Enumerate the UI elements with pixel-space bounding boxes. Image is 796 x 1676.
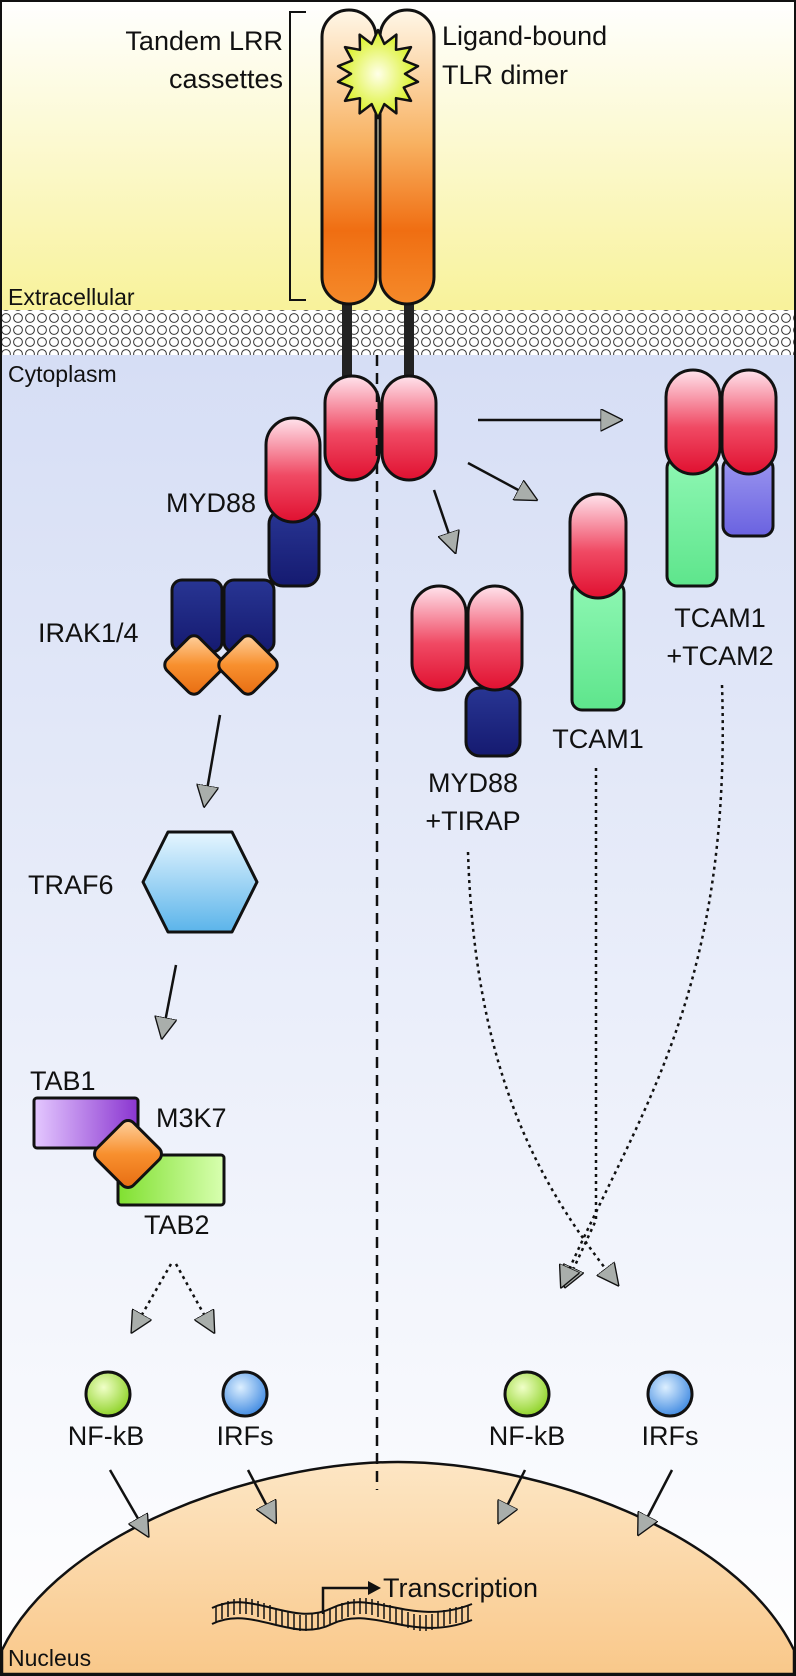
arrow-left-irfs-to-nucleus (246, 1469, 268, 1508)
arrow-tlr-to-tcam1 (467, 461, 522, 492)
cytoplasm-region (0, 355, 796, 1676)
tcam1-label: TCAM1 (552, 724, 644, 754)
irak-label: IRAK1/4 (38, 618, 139, 648)
tcam2-tir-domain (720, 368, 778, 476)
arrow-tab-to-nfkb (140, 1263, 173, 1318)
irak1-kinase (163, 634, 225, 696)
lrr-label-line2: cassettes (169, 64, 283, 94)
left-irfs-label: IRFs (217, 1421, 274, 1451)
tlr-transmembrane-left (342, 296, 352, 386)
tlr-tir-domain-right (380, 374, 438, 482)
dimer-label-line2: TLR dimer (442, 60, 568, 90)
m3k7-kinase (93, 1119, 163, 1189)
right-nfkb-circle (503, 1370, 551, 1418)
cytoplasm-label: Cytoplasm (8, 361, 117, 387)
tcam1-tcam2-label-line1: TCAM1 (674, 603, 766, 633)
tab2-label: TAB2 (144, 1210, 210, 1240)
m3k7-label: M3K7 (156, 1103, 227, 1133)
traf6-label: TRAF6 (28, 870, 114, 900)
nucleus-label: Nucleus (8, 1645, 91, 1671)
myd88-tirap-label-line2: +TIRAP (425, 806, 520, 836)
dotted-route-tcam1-to-nfkb (572, 768, 598, 1272)
ligand-star (336, 28, 420, 120)
transcription-label: Transcription (383, 1573, 538, 1603)
plasma-membrane (0, 310, 796, 355)
tcam1-green-domain-complex (665, 456, 719, 588)
myd88-tir-domain (264, 416, 322, 524)
extracellular-label: Extracellular (8, 284, 135, 310)
lrr-label-line1: Tandem LRR (125, 26, 283, 56)
right-nfkb-label: NF-kB (489, 1421, 566, 1451)
arrow-left-nfkb-to-nucleus (108, 1469, 140, 1522)
tcam1-tcam2-label-line2: +TCAM2 (666, 641, 773, 671)
arrow-right-nfkb-to-nucleus (506, 1469, 527, 1508)
dotted-route-myd88-tirap-to-irfs (466, 851, 608, 1272)
dimer-label-line1: Ligand-bound (442, 21, 607, 51)
traf6-hexagon (141, 830, 259, 934)
tlr-tir-domain-left (323, 374, 381, 482)
tlr-transmembrane-right (404, 296, 414, 386)
myd88-tirap-label-line1: MYD88 (428, 768, 518, 798)
myd88-tirap-navy-domain (464, 686, 522, 758)
nucleus (0, 1460, 796, 1676)
irak4-kinase (217, 634, 279, 696)
right-irfs-label: IRFs (642, 1421, 699, 1451)
myd88-label: MYD88 (166, 488, 256, 518)
arrow-traf6-to-tab (165, 964, 178, 1022)
left-irfs-circle (221, 1370, 269, 1418)
arrow-right-irfs-to-nucleus (646, 1469, 674, 1520)
right-irfs-circle (646, 1370, 694, 1418)
arrow-tab-to-irfs (174, 1263, 206, 1318)
transcription-arrowhead (368, 1581, 381, 1595)
lrr-bracket (289, 11, 306, 301)
left-nfkb-label: NF-kB (68, 1421, 145, 1451)
tab1-label: TAB1 (30, 1066, 96, 1096)
dotted-route-tcam1-tcam2-to-nfkb (568, 684, 724, 1272)
tirap-tir-domain (410, 584, 468, 692)
transcription-start-arrow (321, 1586, 368, 1614)
arrow-irak-to-traf6 (207, 714, 222, 790)
arrow-tlr-to-myd88-tirap (432, 489, 450, 537)
dna-helix (211, 1598, 473, 1631)
left-nfkb-circle (84, 1370, 132, 1418)
myd88-tir-domain-right (466, 584, 524, 692)
tcam1-tir-domain (568, 492, 628, 600)
tcam1-green-domain (570, 580, 626, 712)
tcam1-tir-domain-complex (664, 368, 722, 476)
